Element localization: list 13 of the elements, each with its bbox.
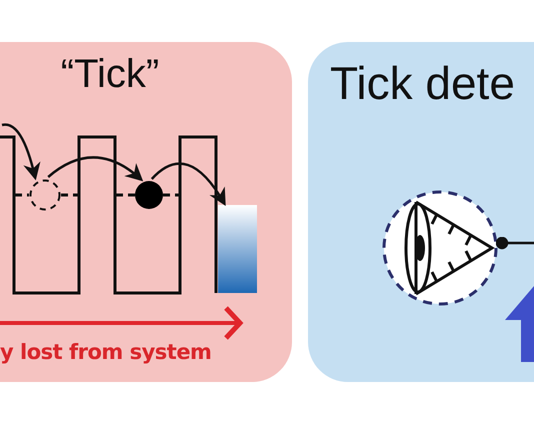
panel-title: Tick dete bbox=[330, 56, 515, 110]
energy-reservoir-bar bbox=[218, 205, 257, 293]
arrow bbox=[47, 156, 144, 182]
particle-dot bbox=[135, 181, 163, 209]
eye-detector-icon bbox=[382, 190, 498, 306]
tick-panel bbox=[0, 42, 292, 382]
connector-line bbox=[496, 236, 534, 250]
dashed-particle-circle bbox=[29, 179, 61, 211]
detector-panel bbox=[308, 42, 534, 382]
arrow bbox=[2, 123, 40, 180]
arrow bbox=[150, 162, 226, 206]
panel-title: “Tick” bbox=[60, 52, 160, 97]
arrow-caption: y lost from system bbox=[0, 340, 212, 364]
